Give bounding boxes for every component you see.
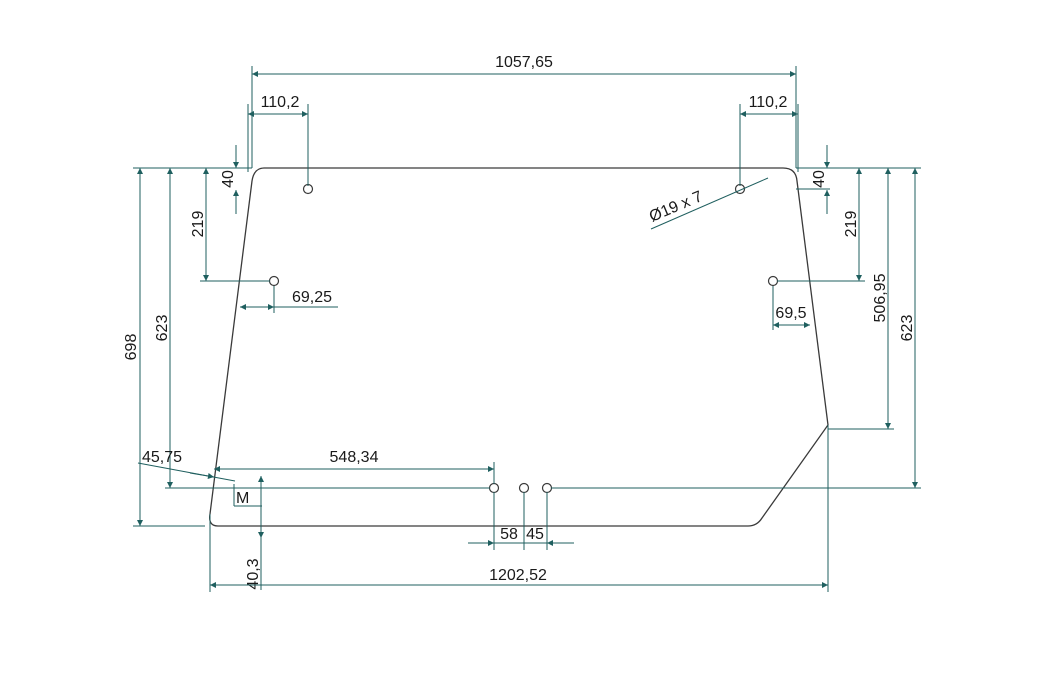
dim-text-left-side-drop: 219 xyxy=(190,211,207,238)
dim-text-left-top-drop: 40 xyxy=(220,170,237,188)
dim-right-side-drop: 219 xyxy=(777,168,865,282)
dim-left-side-drop: 219 xyxy=(190,168,270,282)
dim-text-right-top-drop: 40 xyxy=(811,170,828,188)
dim-bottom-left-inset: 40,3 xyxy=(245,476,264,590)
dim-text-right-hole-height: 623 xyxy=(899,315,916,342)
dim-left-total-height: 698 xyxy=(123,168,205,527)
hole-bottom-2 xyxy=(518,482,530,494)
reference-mark-text: M xyxy=(236,490,249,507)
dim-text-left-total-height: 698 xyxy=(123,334,140,361)
dim-text-top-width: 1057,65 xyxy=(495,54,553,71)
dim-right-corner-height: 506,95 xyxy=(828,168,894,430)
dim-left-hole-height: 623 xyxy=(154,168,490,489)
dim-left-top-drop: 40 xyxy=(220,145,239,214)
dim-bottom-left-offset: 45,75 xyxy=(137,449,236,482)
dim-right-top-drop: 40 xyxy=(796,145,830,214)
dim-text-left-hole-height: 623 xyxy=(154,315,171,342)
dim-top-left-offset: 110,2 xyxy=(247,94,309,186)
dim-text-bottom-left-inset: 40,3 xyxy=(245,558,262,589)
dim-text-bottom-hole-offset: 548,34 xyxy=(330,449,379,466)
dim-text-bottom-hole-spacing-1: 58 xyxy=(500,526,518,543)
dim-text-top-right-offset: 110,2 xyxy=(749,94,788,111)
dim-right-hole-height: 623 xyxy=(551,168,921,489)
dim-left-side-inset: 69,25 xyxy=(240,286,338,313)
panel-outline xyxy=(209,167,829,527)
dim-text-right-side-inset: 69,5 xyxy=(775,305,806,322)
reference-mark-m: M xyxy=(233,484,262,507)
dim-text-hole-diameter: Ø19 x 7 xyxy=(647,188,705,226)
dim-text-left-side-inset: 69,25 xyxy=(292,289,332,306)
dim-hole-diameter: Ø19 x 7 xyxy=(647,177,769,230)
dim-right-side-inset: 69,5 xyxy=(772,286,810,330)
dim-bottom-hole-spacing: 58 45 xyxy=(468,492,574,550)
dim-top-width: 1057,65 xyxy=(251,54,797,168)
dim-top-right-offset: 110,2 xyxy=(739,94,799,186)
hole-bottom-1 xyxy=(488,482,500,494)
dim-bottom-width: 1202,52 xyxy=(209,425,829,592)
hole-side-right xyxy=(767,275,779,287)
hole-side-left xyxy=(268,275,280,287)
dim-bottom-hole-offset: 548,34 xyxy=(214,449,495,484)
dim-text-top-left-offset: 110,2 xyxy=(261,94,300,111)
dim-text-bottom-left-offset: 45,75 xyxy=(142,449,182,466)
hole-bottom-3 xyxy=(541,482,553,494)
dim-text-right-side-drop: 219 xyxy=(843,211,860,238)
dim-text-bottom-hole-spacing-2: 45 xyxy=(526,526,544,543)
dim-text-right-corner-height: 506,95 xyxy=(872,273,889,322)
dim-text-bottom-width: 1202,52 xyxy=(489,567,547,584)
